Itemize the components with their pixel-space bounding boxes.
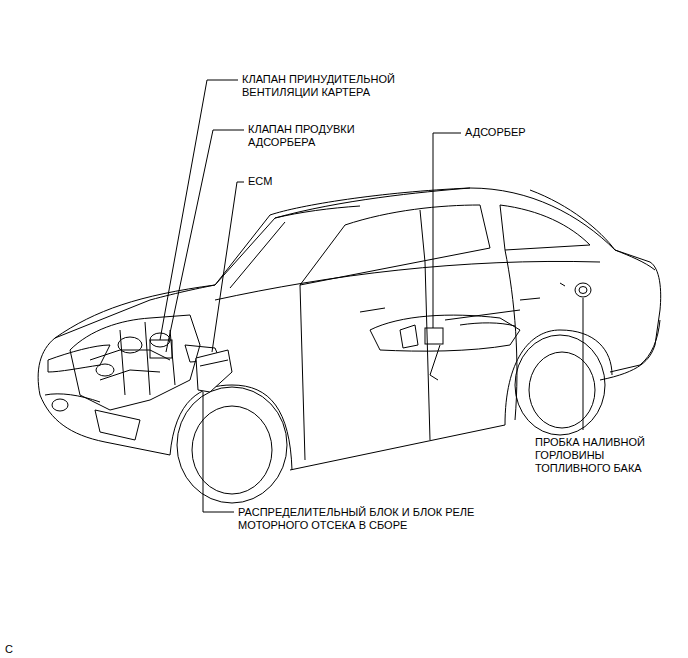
part-label: ПРОБКА НАЛИВНОЙ ГОРЛОВИНЫ ТОПЛИВНОГО БАК… [535,436,675,475]
part-label: КЛАПАН ПРИНУДИТЕЛЬНОЙ ВЕНТИЛЯЦИИ КАРТЕРА [242,73,417,99]
part-label: КЛАПАН ПРОДУВКИ АДСОРБЕРА [248,123,378,149]
part-label: ECM [248,175,308,188]
part-label: АДСОРБЕР [465,126,565,139]
figure-code: C [5,643,25,656]
part-label: РАСПРЕДЕЛИТЕЛЬНЫЙ БЛОК И БЛОК РЕЛЕ МОТОР… [238,506,508,532]
